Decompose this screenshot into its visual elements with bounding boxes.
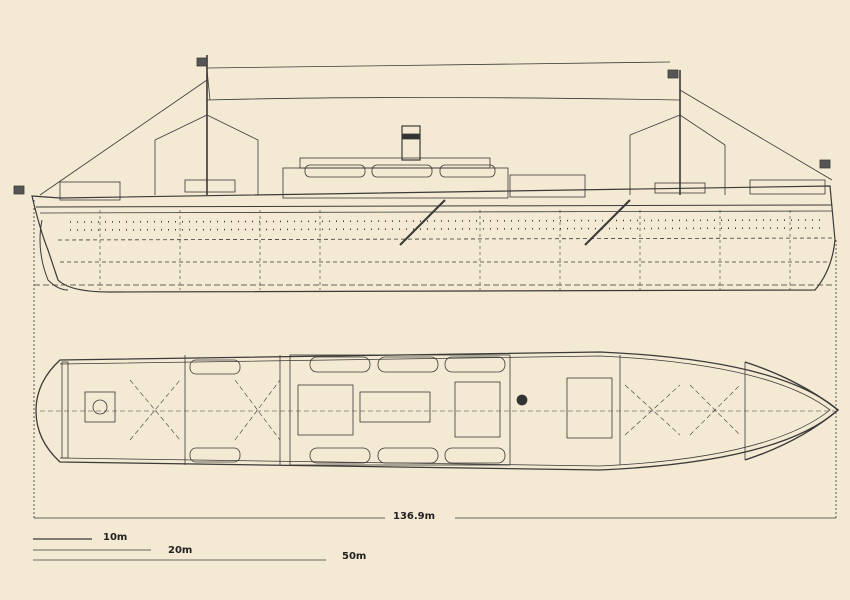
portholes bbox=[69, 219, 821, 231]
deck-outline bbox=[35, 351, 839, 471]
funnel bbox=[401, 125, 421, 161]
scale-label-20m: 20m bbox=[168, 545, 193, 556]
scale-label-10m: 10m bbox=[103, 532, 128, 543]
scale-label-50m: 50m bbox=[342, 551, 367, 562]
lifeboats bbox=[189, 356, 506, 464]
side-elevation bbox=[13, 55, 836, 293]
plan-view bbox=[35, 351, 840, 471]
hull-outline bbox=[31, 185, 836, 293]
overall-length-label: 136.9m bbox=[390, 511, 439, 522]
dimension-lines bbox=[33, 200, 837, 561]
